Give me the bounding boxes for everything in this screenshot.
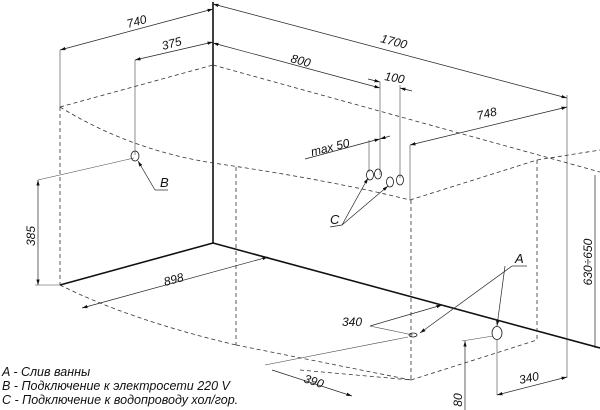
legend-item-c: C - Подключение к водопроводу хол/гор. xyxy=(2,393,239,407)
legend: A - Слив ванны B - Подключение к электро… xyxy=(2,365,238,407)
legend-item-a: A - Слив ванны xyxy=(2,365,91,379)
svg-text:898: 898 xyxy=(162,270,185,289)
label-a: A xyxy=(514,251,524,266)
svg-text:748: 748 xyxy=(475,104,498,123)
dimension-630-650: 630÷650 xyxy=(581,175,596,348)
dimension-390: 390 xyxy=(264,336,409,397)
svg-text:375: 375 xyxy=(160,34,183,53)
label-c: C xyxy=(330,212,340,227)
dimension-340-right: 340 xyxy=(496,339,568,396)
svg-text:340: 340 xyxy=(518,369,541,387)
drain: A xyxy=(408,251,527,340)
dimension-max-50: max 50 xyxy=(304,135,391,172)
dimension-340-left: 340 xyxy=(342,304,443,336)
dimension-385: 385 xyxy=(24,157,135,286)
water-connections: C xyxy=(329,168,404,228)
dimension-800: 800 xyxy=(212,42,381,89)
dimension-748: 748 xyxy=(409,104,568,200)
svg-text:390: 390 xyxy=(302,372,326,392)
svg-text:740: 740 xyxy=(125,12,148,31)
legend-item-b: B - Подключение к электросети 220 V xyxy=(2,379,230,393)
dimension-375: 375 xyxy=(134,34,214,155)
dimension-100: 100 xyxy=(367,69,413,178)
dimension-898: 898 xyxy=(81,256,269,309)
svg-text:630÷650: 630÷650 xyxy=(581,238,595,285)
svg-text:385: 385 xyxy=(24,226,38,246)
svg-text:100: 100 xyxy=(383,69,405,86)
svg-text:80: 80 xyxy=(451,393,465,407)
label-b: B xyxy=(160,175,169,190)
svg-text:340: 340 xyxy=(342,315,362,329)
svg-text:1700: 1700 xyxy=(379,31,409,52)
dimension-740: 740 xyxy=(59,8,214,107)
electrical-connection: B xyxy=(130,150,169,191)
walls xyxy=(59,2,600,349)
svg-text:800: 800 xyxy=(289,51,312,70)
dimension-80: 80 xyxy=(451,335,494,410)
svg-text:max 50: max 50 xyxy=(309,136,351,159)
dimension-1700: 1700 xyxy=(212,3,568,340)
